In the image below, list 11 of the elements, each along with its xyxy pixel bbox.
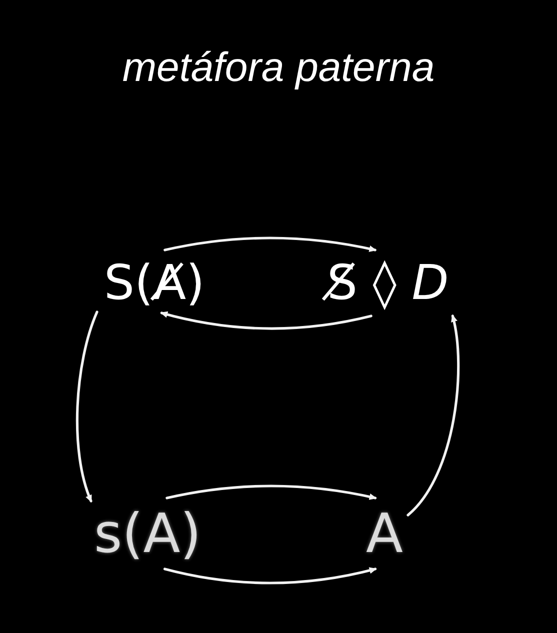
math-formula: s(A) (94, 507, 202, 561)
title: metáfora paterna (122, 47, 435, 88)
curved-arrow (76, 310, 98, 503)
curved-arrow (164, 236, 377, 252)
curved-arrow (406, 314, 460, 516)
math-formula: S(A̸) (102, 257, 207, 309)
math-formula: A (366, 507, 403, 561)
curved-arrow (160, 311, 372, 330)
curved-arrow (163, 567, 377, 584)
curved-arrow (166, 484, 377, 500)
math-formula: S̸ ◊ D (318, 257, 451, 314)
